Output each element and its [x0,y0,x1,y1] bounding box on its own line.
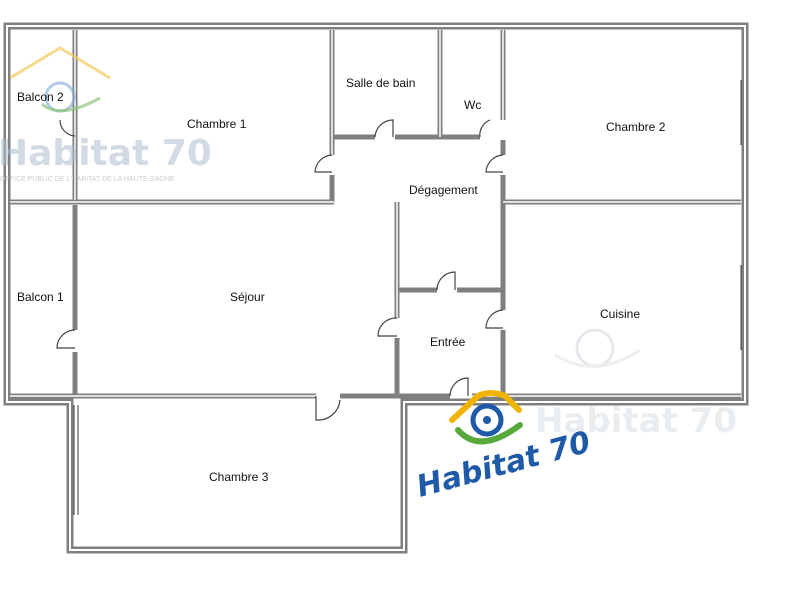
windows [73,80,742,515]
svg-text:Habitat 70: Habitat 70 [0,133,212,174]
label-chambre1: Chambre 1 [187,117,247,131]
logo-swoosh [455,422,523,445]
door-sdb [374,119,394,138]
label-salle-de-bain: Salle de bain [346,76,415,90]
logo-roof [449,390,522,423]
door-balcon1 [56,329,76,349]
label-entree: Entrée [430,335,466,349]
door-entree-top [436,271,456,291]
logo-eye-ring [470,403,504,437]
door-chambre2 [485,154,504,173]
label-balcon1: Balcon 1 [17,290,64,304]
label-balcon2: Balcon 2 [17,90,64,104]
label-sejour: Séjour [230,290,265,304]
door-sejour [377,317,398,337]
svg-text:Habitat 70: Habitat 70 [535,401,737,441]
label-degagement: Dégagement [409,183,478,197]
walls [3,22,749,554]
door-entree-main [449,377,469,397]
logo-eye-dot [483,416,491,424]
doors [56,119,504,421]
label-cuisine: Cuisine [600,307,640,321]
door-wc [479,119,491,138]
label-chambre2: Chambre 2 [606,120,666,134]
outer-wall [3,22,749,554]
door-balcon2 [59,119,76,137]
door-cuisine [485,309,504,329]
door-chambre1 [314,154,333,173]
label-wc: Wc [464,98,481,112]
watermark-logo-topleft: Habitat 70 OFFICE PUBLIC DE L'HABITAT DE… [0,46,212,183]
watermark-logo-right: Habitat 70 [535,328,737,441]
door-chambre3 [315,396,341,421]
outer-wall-inner-line [6,25,746,551]
label-chambre3: Chambre 3 [209,470,269,484]
room-labels: Balcon 2 Chambre 1 Salle de bain Wc Cham… [17,76,666,484]
svg-text:OFFICE PUBLIC DE L'HABITAT DE: OFFICE PUBLIC DE L'HABITAT DE LA HAUTE-S… [0,174,175,183]
